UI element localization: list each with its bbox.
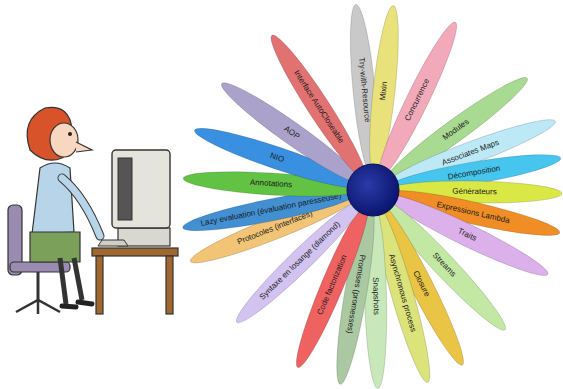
arm-outline [62, 178, 100, 236]
shoes [62, 302, 92, 307]
petal-ellipse [263, 29, 375, 184]
skirt [30, 232, 80, 262]
face [50, 123, 78, 157]
arm [62, 178, 100, 236]
legs [60, 258, 82, 304]
nose [76, 142, 92, 152]
desk-leg [96, 256, 103, 314]
monitor-screen [118, 158, 132, 220]
desk-top [92, 248, 178, 256]
monitor [112, 150, 170, 228]
chair-post [37, 272, 40, 300]
hub-circle [347, 164, 399, 216]
keyboard [98, 240, 128, 246]
eye [68, 132, 72, 136]
shirt [32, 163, 74, 234]
chair-legs [16, 300, 60, 314]
desk-leg [166, 256, 173, 314]
